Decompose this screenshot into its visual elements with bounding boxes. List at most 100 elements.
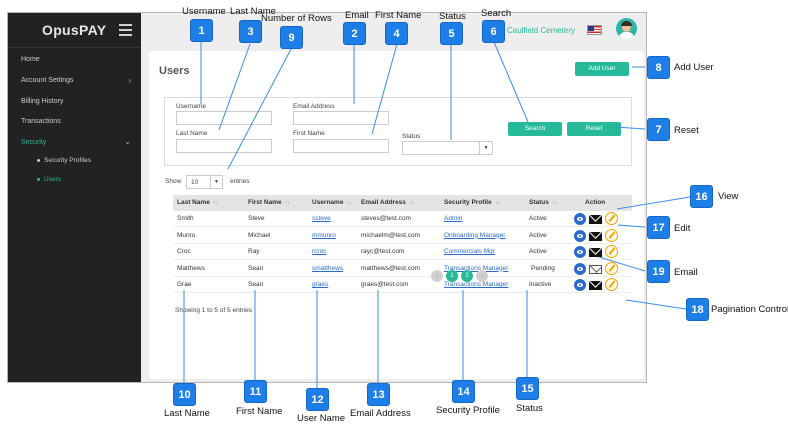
search-button[interactable]: Search: [508, 122, 562, 136]
edit-pencil-icon[interactable]: [605, 261, 618, 275]
cell-username[interactable]: smatthews: [312, 264, 344, 272]
column-header-security-profile[interactable]: Security Profile↑↓: [444, 195, 500, 211]
pagination-page-1[interactable]: 1: [446, 270, 458, 282]
sidebar-item-account-settings[interactable]: Account Settings›: [8, 71, 141, 91]
first-name-input[interactable]: [293, 139, 389, 153]
cell-status: Active: [529, 231, 547, 239]
email-envelope-icon[interactable]: [589, 248, 602, 257]
email-envelope-icon[interactable]: [589, 264, 602, 274]
column-header-status[interactable]: Status↑↓: [529, 195, 557, 211]
table-header: Last Name↑↓ First Name↑↓ Username↑↓ Emai…: [173, 195, 632, 211]
sidebar-subitem-label: Security Profiles: [44, 157, 91, 164]
callout-2: 2: [343, 22, 366, 45]
column-header-email[interactable]: Email Address↑↓: [361, 195, 414, 211]
sidebar-subitem-security-profiles[interactable]: Security Profiles: [37, 155, 91, 167]
username-input[interactable]: [176, 111, 272, 125]
pagination-page-2[interactable]: 2: [461, 270, 473, 282]
annotation-label-email-address-column: Email Address: [350, 408, 411, 419]
app-window: OpusPAY Home Account Settings› Billing H…: [7, 12, 647, 383]
pagination-next-button[interactable]: ›: [476, 270, 488, 282]
edit-pencil-icon[interactable]: [605, 212, 618, 225]
email-envelope-icon[interactable]: [589, 281, 602, 290]
callout-11: 11: [244, 380, 267, 403]
status-select[interactable]: ▼: [402, 141, 493, 155]
last-name-label: Last Name: [176, 130, 208, 137]
view-eye-icon[interactable]: [574, 213, 586, 225]
entries-label: entries: [230, 178, 250, 185]
page-length-select[interactable]: 10 ▼: [186, 175, 223, 189]
cell-status: Inactive: [529, 281, 552, 288]
organization-name[interactable]: Caulfield Cemetery: [507, 26, 576, 35]
sort-icon: ↑↓: [551, 200, 558, 206]
view-eye-icon[interactable]: [574, 262, 586, 275]
last-name-input[interactable]: [176, 139, 272, 153]
pagination-prev-button[interactable]: ‹: [431, 270, 443, 282]
column-header-label: Last Name: [177, 199, 210, 206]
cell-first: Ray: [248, 248, 260, 255]
column-header-first-name[interactable]: First Name↑↓: [248, 195, 290, 211]
cell-profile[interactable]: Transactions Manager: [444, 281, 509, 288]
column-header-label: Security Profile: [444, 199, 492, 206]
add-user-button[interactable]: Add User: [575, 62, 629, 76]
callout-6: 6: [482, 20, 505, 43]
cell-profile[interactable]: Admin: [444, 215, 463, 222]
annotation-label-search: Search: [481, 8, 512, 19]
row-actions: [574, 212, 632, 226]
sidebar-subitem-label: Users: [44, 176, 61, 183]
cell-profile[interactable]: Onboarding Manager: [444, 231, 506, 239]
edit-pencil-icon[interactable]: [605, 245, 618, 258]
sidebar-subitem-users[interactable]: Users: [37, 174, 61, 186]
callout-18: 18: [686, 298, 709, 321]
callout-10: 10: [173, 383, 196, 406]
sidebar-item-billing-history[interactable]: Billing History: [8, 92, 141, 112]
view-eye-icon[interactable]: [574, 246, 586, 258]
callout-13: 13: [367, 383, 390, 406]
user-avatar[interactable]: [616, 18, 637, 39]
callout-19: 19: [647, 260, 670, 283]
users-card: Users Add User Username Email Address La…: [149, 51, 644, 379]
email-label: Email Address: [293, 103, 335, 110]
cell-first: Steve: [248, 215, 265, 222]
sidebar-item-security[interactable]: Security›: [8, 133, 141, 153]
email-envelope-icon[interactable]: [589, 215, 602, 224]
column-header-username[interactable]: Username↑↓: [312, 195, 352, 211]
cell-last: Croc: [177, 248, 191, 255]
view-eye-icon[interactable]: [574, 229, 586, 242]
hamburger-menu-icon[interactable]: [119, 24, 132, 36]
annotation-label-edit: Edit: [674, 223, 691, 234]
column-header-last-name[interactable]: Last Name↑↓: [177, 195, 218, 211]
sort-icon: ↑↓: [494, 200, 501, 206]
email-input[interactable]: [293, 111, 389, 125]
cell-profile[interactable]: Commercials Mgr: [444, 248, 495, 255]
annotation-label-pagination-control: Pagination Control: [711, 304, 788, 315]
annotation-label-email: Email: [345, 10, 369, 21]
cell-username[interactable]: graes: [312, 281, 329, 288]
sidebar-item-label: Transactions: [21, 118, 61, 125]
annotation-label-view: View: [718, 191, 739, 202]
caret-down-icon: ▼: [210, 176, 222, 188]
reset-button[interactable]: Reset: [567, 122, 621, 136]
cell-username[interactable]: ssteve: [312, 215, 331, 222]
annotation-label-status-column: Status: [516, 403, 543, 414]
edit-pencil-icon[interactable]: [605, 278, 618, 291]
sidebar-item-label: Billing History: [21, 98, 64, 105]
callout-17: 17: [647, 216, 670, 239]
cell-username[interactable]: rcroc: [312, 248, 327, 255]
sidebar-item-home[interactable]: Home: [8, 50, 141, 70]
cell-email: graes@test.com: [361, 281, 409, 288]
sidebar-item-transactions[interactable]: Transactions: [8, 112, 141, 132]
cell-first: Sean: [248, 281, 264, 288]
sidebar-item-label: Home: [21, 56, 40, 63]
us-flag-icon[interactable]: [587, 25, 602, 35]
cell-username[interactable]: mmunro: [312, 231, 336, 239]
first-name-label: First Name: [293, 130, 325, 137]
email-envelope-icon[interactable]: [589, 231, 602, 241]
edit-pencil-icon[interactable]: [605, 228, 618, 242]
view-eye-icon[interactable]: [574, 279, 586, 291]
filter-panel: Username Email Address Last Name First N…: [164, 97, 632, 166]
cell-last: Smith: [177, 215, 194, 222]
cell-profile[interactable]: Transactions Manager: [444, 264, 509, 272]
